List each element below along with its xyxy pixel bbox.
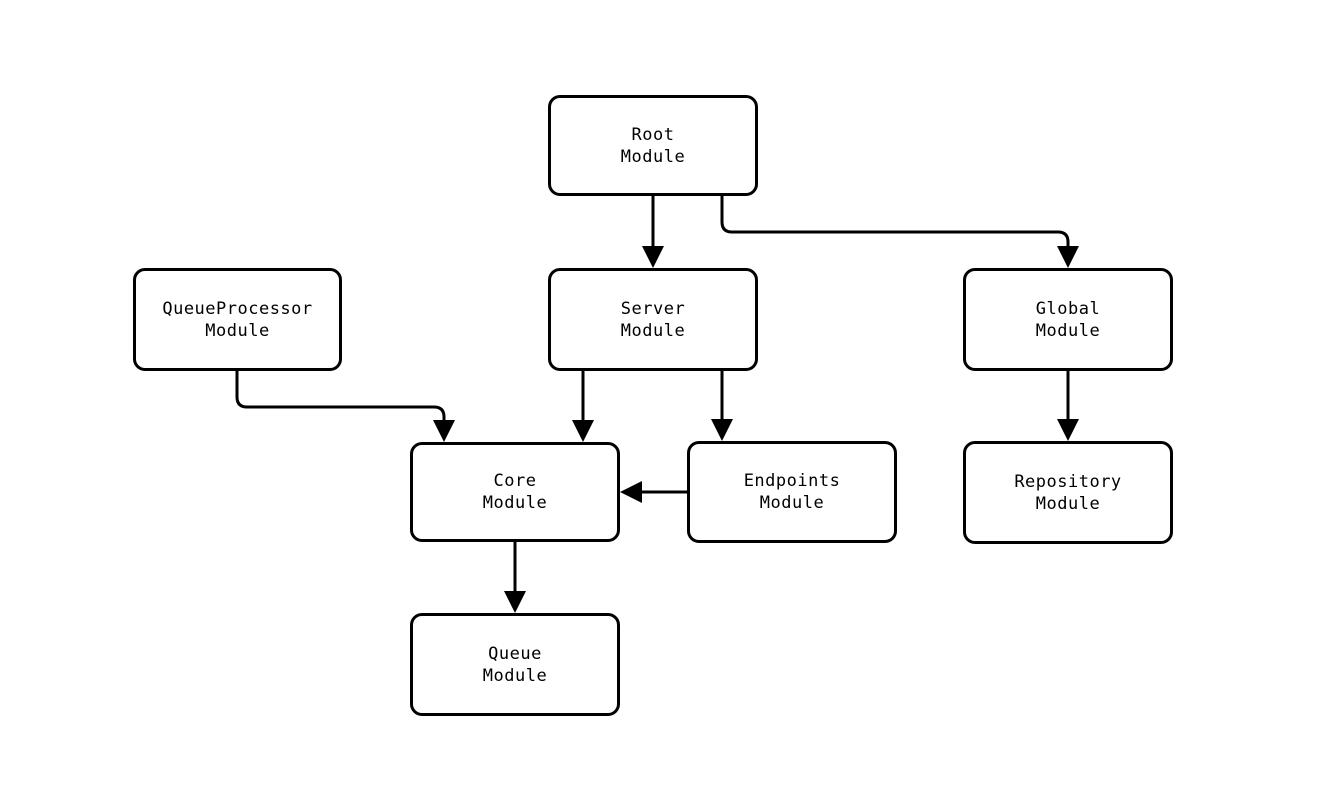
arrowhead-core-to-queue — [504, 591, 526, 613]
node-repository[interactable]: Repository Module — [963, 441, 1173, 544]
node-queue-suffix: Module — [482, 665, 548, 686]
node-endpoints-suffix: Module — [759, 493, 825, 513]
node-repository-name: Repository — [1014, 471, 1122, 492]
arrowhead-endpoints-to-core — [620, 481, 642, 503]
node-server-name: Server — [620, 298, 686, 319]
node-root-name: Root — [631, 124, 675, 145]
node-queueprocessor[interactable]: QueueProcessor Module — [133, 268, 342, 371]
node-endpoints[interactable]: Endpoints Module — [687, 441, 897, 543]
node-queue-name: Queue — [488, 643, 542, 664]
node-global-suffix: Module — [1035, 320, 1101, 341]
arrowhead-root-to-global — [1057, 246, 1079, 268]
node-global[interactable]: Global Module — [963, 268, 1173, 371]
arrowhead-global-to-repository — [1057, 419, 1079, 441]
node-core-name: Core — [493, 471, 537, 491]
node-server[interactable]: Server Module — [548, 268, 758, 371]
node-root[interactable]: Root Module — [548, 95, 758, 196]
node-repository-suffix: Module — [1035, 493, 1101, 514]
arrowhead-server-to-endpoints — [711, 419, 733, 441]
node-queueprocessor-name: QueueProcessor — [162, 298, 313, 319]
arrowhead-root-to-server — [642, 246, 664, 268]
node-core[interactable]: Core Module — [410, 442, 620, 542]
node-root-suffix: Module — [620, 146, 686, 167]
arrowhead-queueprocessor-to-core — [433, 420, 455, 442]
node-endpoints-name: Endpoints — [743, 471, 841, 491]
edge-queueprocessor-to-core — [235, 371, 446, 430]
node-queueprocessor-suffix: Module — [205, 320, 270, 341]
node-queue[interactable]: Queue Module — [410, 613, 620, 716]
node-core-suffix: Module — [482, 493, 548, 513]
node-server-suffix: Module — [620, 320, 686, 341]
node-global-name: Global — [1035, 298, 1101, 319]
arrowhead-server-to-core — [572, 420, 594, 442]
edge-root-to-global — [720, 196, 1070, 256]
